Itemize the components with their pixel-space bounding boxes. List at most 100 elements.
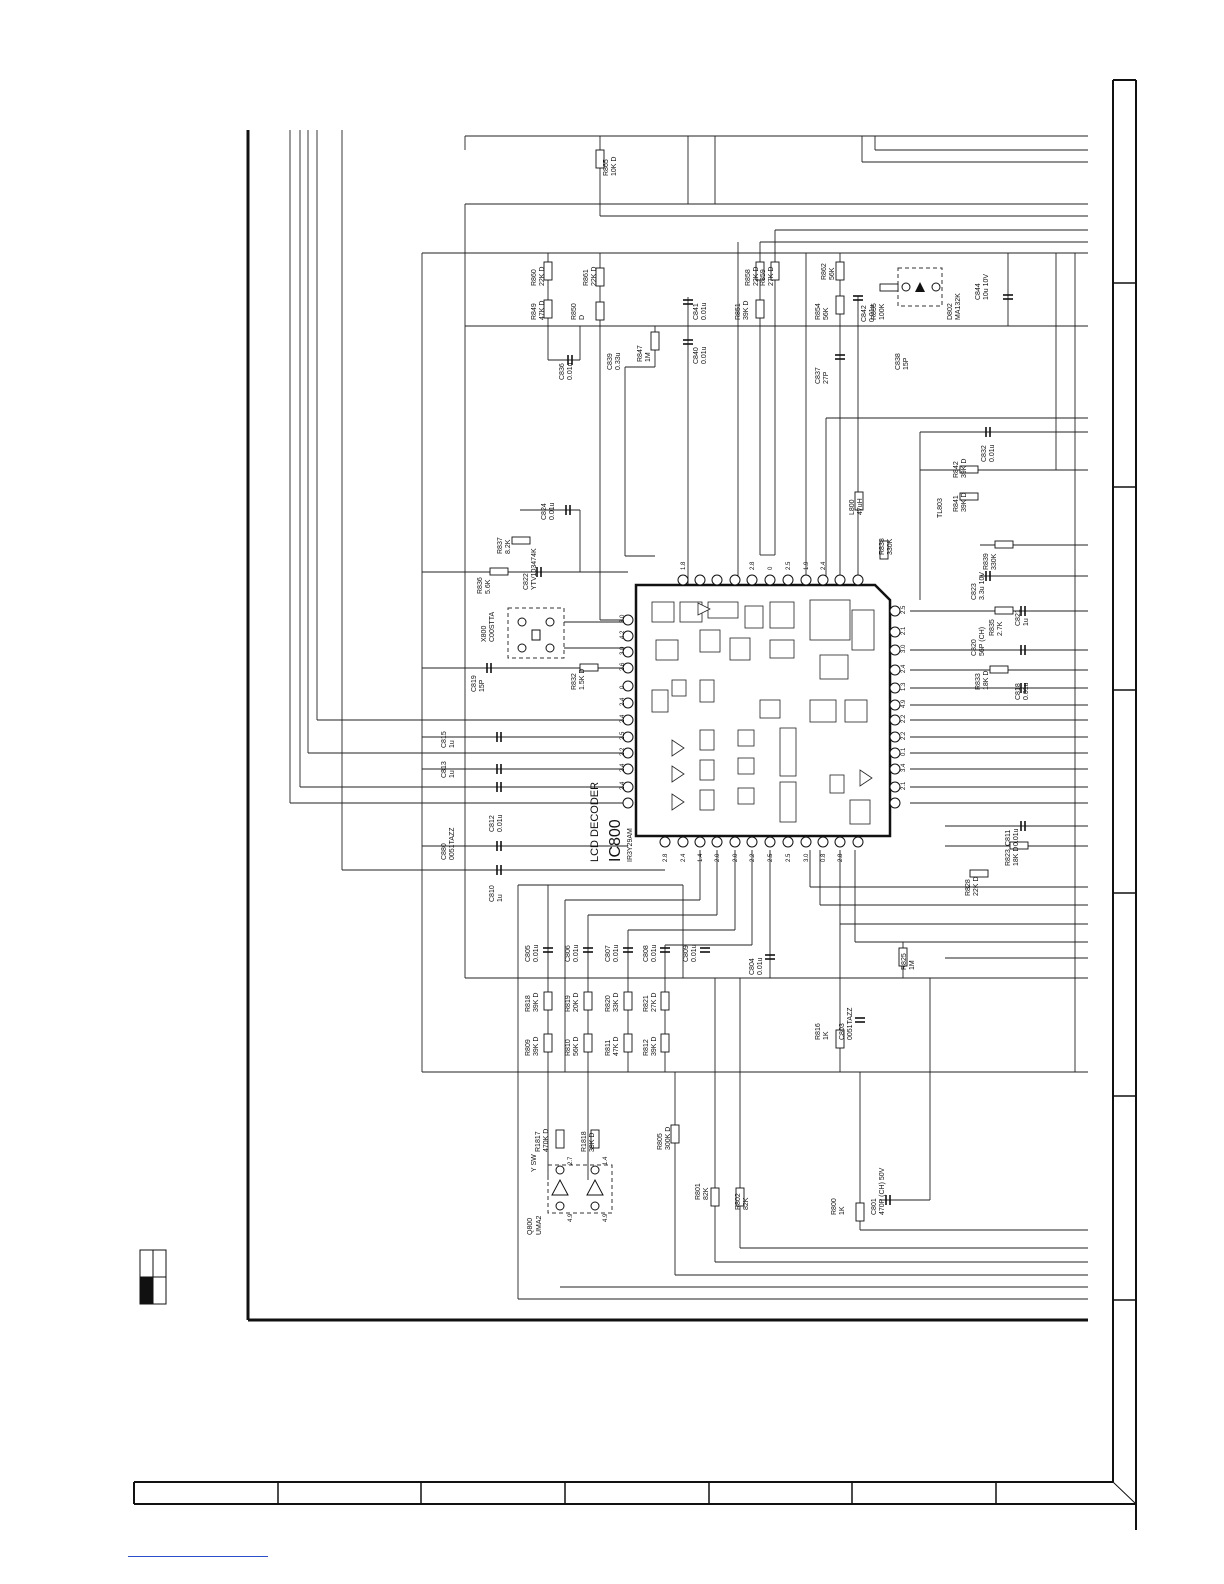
- left-ref-c880: C880: [441, 843, 448, 860]
- top-val-r855: 100K: [879, 303, 886, 320]
- ic800-body: [634, 583, 892, 838]
- bottom-val-c805: 0.01u: [533, 944, 540, 962]
- left-ref-c810: C810: [489, 885, 496, 902]
- top-val-r859: 27K D: [768, 267, 775, 286]
- right-val-c811: 0.01u: [1013, 828, 1020, 846]
- ic-left-pin-voltage: 2.6: [620, 662, 626, 671]
- ic-left-pin-voltage: 2.4: [620, 714, 626, 723]
- right-val-c818: 0.01u: [1023, 682, 1030, 700]
- left-ref-c813: C813: [441, 761, 448, 778]
- left-ref-x800: X800: [481, 626, 488, 642]
- left-val-c819: 15P: [479, 679, 486, 692]
- ic-top-pin-voltage: 1.9: [804, 561, 810, 570]
- top-val-c838: 15P: [903, 357, 910, 370]
- bottom-ref-c809: C809: [683, 945, 690, 962]
- left-val-x800: C00STTA: [489, 611, 496, 642]
- bottom-val-r809: 39K D: [533, 1037, 540, 1056]
- bottom-ref-r819: R819: [565, 995, 572, 1012]
- ic-right-pin-voltage: 2.1: [901, 626, 907, 635]
- ic-right-pin-voltage: 2.4: [901, 664, 907, 673]
- ic-left-pin-voltage: 4.2: [620, 630, 626, 639]
- left-val-r832: 1.5K D: [579, 669, 586, 690]
- right-val-c823: 3.3u 10V: [979, 572, 986, 600]
- bottom-val-c803: 0051TAZZ: [847, 1007, 854, 1040]
- ic-bottom-pin-voltage: 1.4: [698, 853, 704, 862]
- left-val-c824: 0.01u: [549, 502, 556, 520]
- right-val-r833: 18K D: [983, 671, 990, 690]
- top-ref-c836: C836: [559, 363, 566, 380]
- bottom-val-r1817: 470K D: [543, 1129, 550, 1152]
- bottom-val-c806: 0.01u: [573, 944, 580, 962]
- right-ref-c823: C823: [971, 583, 978, 600]
- ic-ref-label: IC800: [607, 819, 624, 862]
- left-ref-r832: R832: [571, 673, 578, 690]
- bottom-val-r816: 1K: [823, 1031, 830, 1040]
- left-vertical-wires: [289, 130, 683, 1299]
- bottom-val-r805: 300K D: [665, 1127, 672, 1150]
- ic-bottom-pin-voltage: 2.8: [838, 853, 844, 862]
- right-ref-c811: C811: [1005, 830, 1012, 846]
- left-val-r836: 5.6K: [485, 579, 492, 594]
- top-val-c840: 0.01u: [701, 346, 708, 364]
- ic-right-pin-voltage: 2.2: [901, 714, 907, 723]
- ic-bottom-pin-voltage: 2.5: [768, 853, 774, 862]
- top-val-d802: MA132K: [955, 293, 962, 320]
- ic-right-pin-voltage: 0.1: [901, 747, 907, 756]
- ic-left-pin-voltage: 3.0: [620, 614, 626, 623]
- right-val-r825: 1M: [909, 960, 916, 970]
- bottom-val-c809: 0.01u: [691, 944, 698, 962]
- left-val-c822: YTV103474K: [531, 548, 538, 590]
- right-ref-tl803: TL803: [937, 498, 944, 518]
- bottom-val-r812: 39K D: [651, 1037, 658, 1056]
- q800-ref: Q800: [527, 1218, 534, 1235]
- q800-part: UMA2: [536, 1215, 543, 1235]
- right-ref-r835: R835: [989, 619, 996, 636]
- right-ref-r841: R841: [953, 495, 960, 512]
- ic-right-pin-voltage: 2.1: [901, 781, 907, 790]
- top-val-r862: 56K: [829, 267, 836, 280]
- sheet-frame: [133, 79, 1137, 1530]
- ic-top-pin-voltage: 2.5: [786, 561, 792, 570]
- q800-labels: Q800 UMA2 Y SW 2.7 1.4 4.9 4.9: [527, 1154, 609, 1235]
- top-val-c844: 10u 10V: [983, 274, 990, 300]
- top-val-r865: 10K D: [611, 157, 618, 176]
- right-val-l800: 47uH: [857, 498, 864, 515]
- bottom-ref-r818: R818: [525, 995, 532, 1012]
- top-ref-d802: D802: [947, 303, 954, 320]
- ic-right-pin-voltage: 1.3: [901, 682, 907, 691]
- bottom-ref-r800: R800: [831, 1198, 838, 1215]
- bottom-ref-r816: R816: [815, 1023, 822, 1040]
- ic-bottom-pin-voltage: 2.2: [750, 853, 756, 862]
- top-ref-r850: R850: [571, 303, 578, 320]
- top-ref-c838: C838: [895, 353, 902, 370]
- top-ref-r860: R860: [531, 269, 538, 286]
- top-val-c836: 0.01u: [567, 362, 574, 380]
- top-ref-r862: R862: [821, 263, 828, 280]
- resistor-symbols: [489, 149, 1029, 1222]
- bottom-val-r811: 47K D: [613, 1037, 620, 1056]
- ic-bottom-pin-voltage: 0.8: [821, 853, 827, 862]
- ic-left-pin-voltage: 2.5: [620, 731, 626, 740]
- right-val-c820: 56P (CH): [979, 627, 986, 656]
- left-val-r837: 8.2K: [505, 539, 512, 554]
- bottom-val-r820: 33K D: [613, 993, 620, 1012]
- bottom-val-r800: 1K: [839, 1206, 846, 1215]
- ic-bottom-pin-voltage: 2.4: [681, 853, 687, 862]
- right-ref-r838: R838: [879, 538, 886, 555]
- bottom-ref-r809: R809: [525, 1039, 532, 1056]
- bottom-val-r802: 82K: [743, 1197, 750, 1210]
- left-val-c810: 1u: [497, 894, 504, 902]
- left-val-c880: 0051TAZZ: [449, 827, 456, 860]
- q800-note: Y SW: [531, 1154, 538, 1172]
- top-val-r850: D: [579, 315, 586, 320]
- top-ref-r854: R854: [815, 303, 822, 320]
- top-val-r847: 1M: [645, 352, 652, 362]
- top-val-r854: 56K: [823, 307, 830, 320]
- bottom-val-r819: 20K D: [573, 993, 580, 1012]
- bottom-ref-c806: C806: [565, 945, 572, 962]
- bottom-ref-r820: R820: [605, 995, 612, 1012]
- bottom-val-r818: 39K D: [533, 993, 540, 1012]
- q800-v1: 2.7: [568, 1156, 574, 1165]
- top-val-c837: 27P: [823, 371, 830, 384]
- right-val-c832: 0.01u: [989, 444, 996, 462]
